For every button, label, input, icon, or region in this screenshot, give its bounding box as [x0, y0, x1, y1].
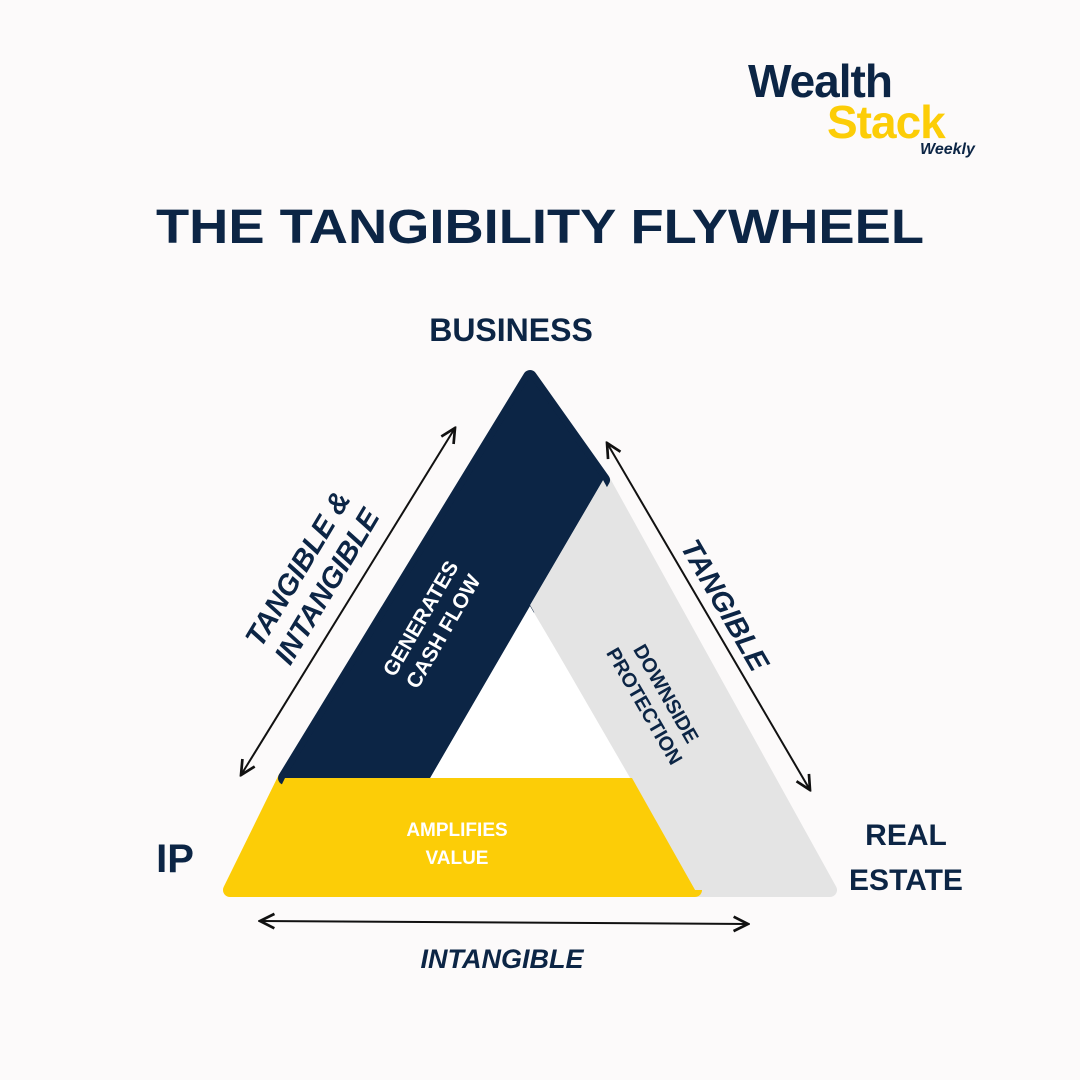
segment-ip-fill [230, 778, 695, 890]
vertex-label-ip: IP [156, 837, 194, 881]
logo-wealth: Wealth [748, 55, 892, 107]
ip-label-line1: AMPLIFIES [406, 820, 507, 841]
right-edge-arrow [607, 443, 810, 790]
bottom-edge-arrow [260, 921, 748, 924]
ip-label-line2: VALUE [426, 848, 489, 869]
logo: Wealth Stack Weekly [748, 55, 976, 158]
logo-stack: Stack [827, 96, 946, 148]
left-edge-arrow [241, 428, 455, 775]
logo-weekly: Weekly [920, 141, 976, 158]
vertex-label-real-estate-line1: REAL [865, 819, 947, 852]
vertex-label-real-estate-line2: ESTATE [849, 864, 963, 897]
page-title: THE TANGIBILITY FLYWHEEL [156, 201, 924, 254]
bottom-edge-label: INTANGIBLE [421, 944, 585, 974]
vertex-label-business: BUSINESS [429, 312, 593, 348]
center-hole [430, 606, 632, 778]
